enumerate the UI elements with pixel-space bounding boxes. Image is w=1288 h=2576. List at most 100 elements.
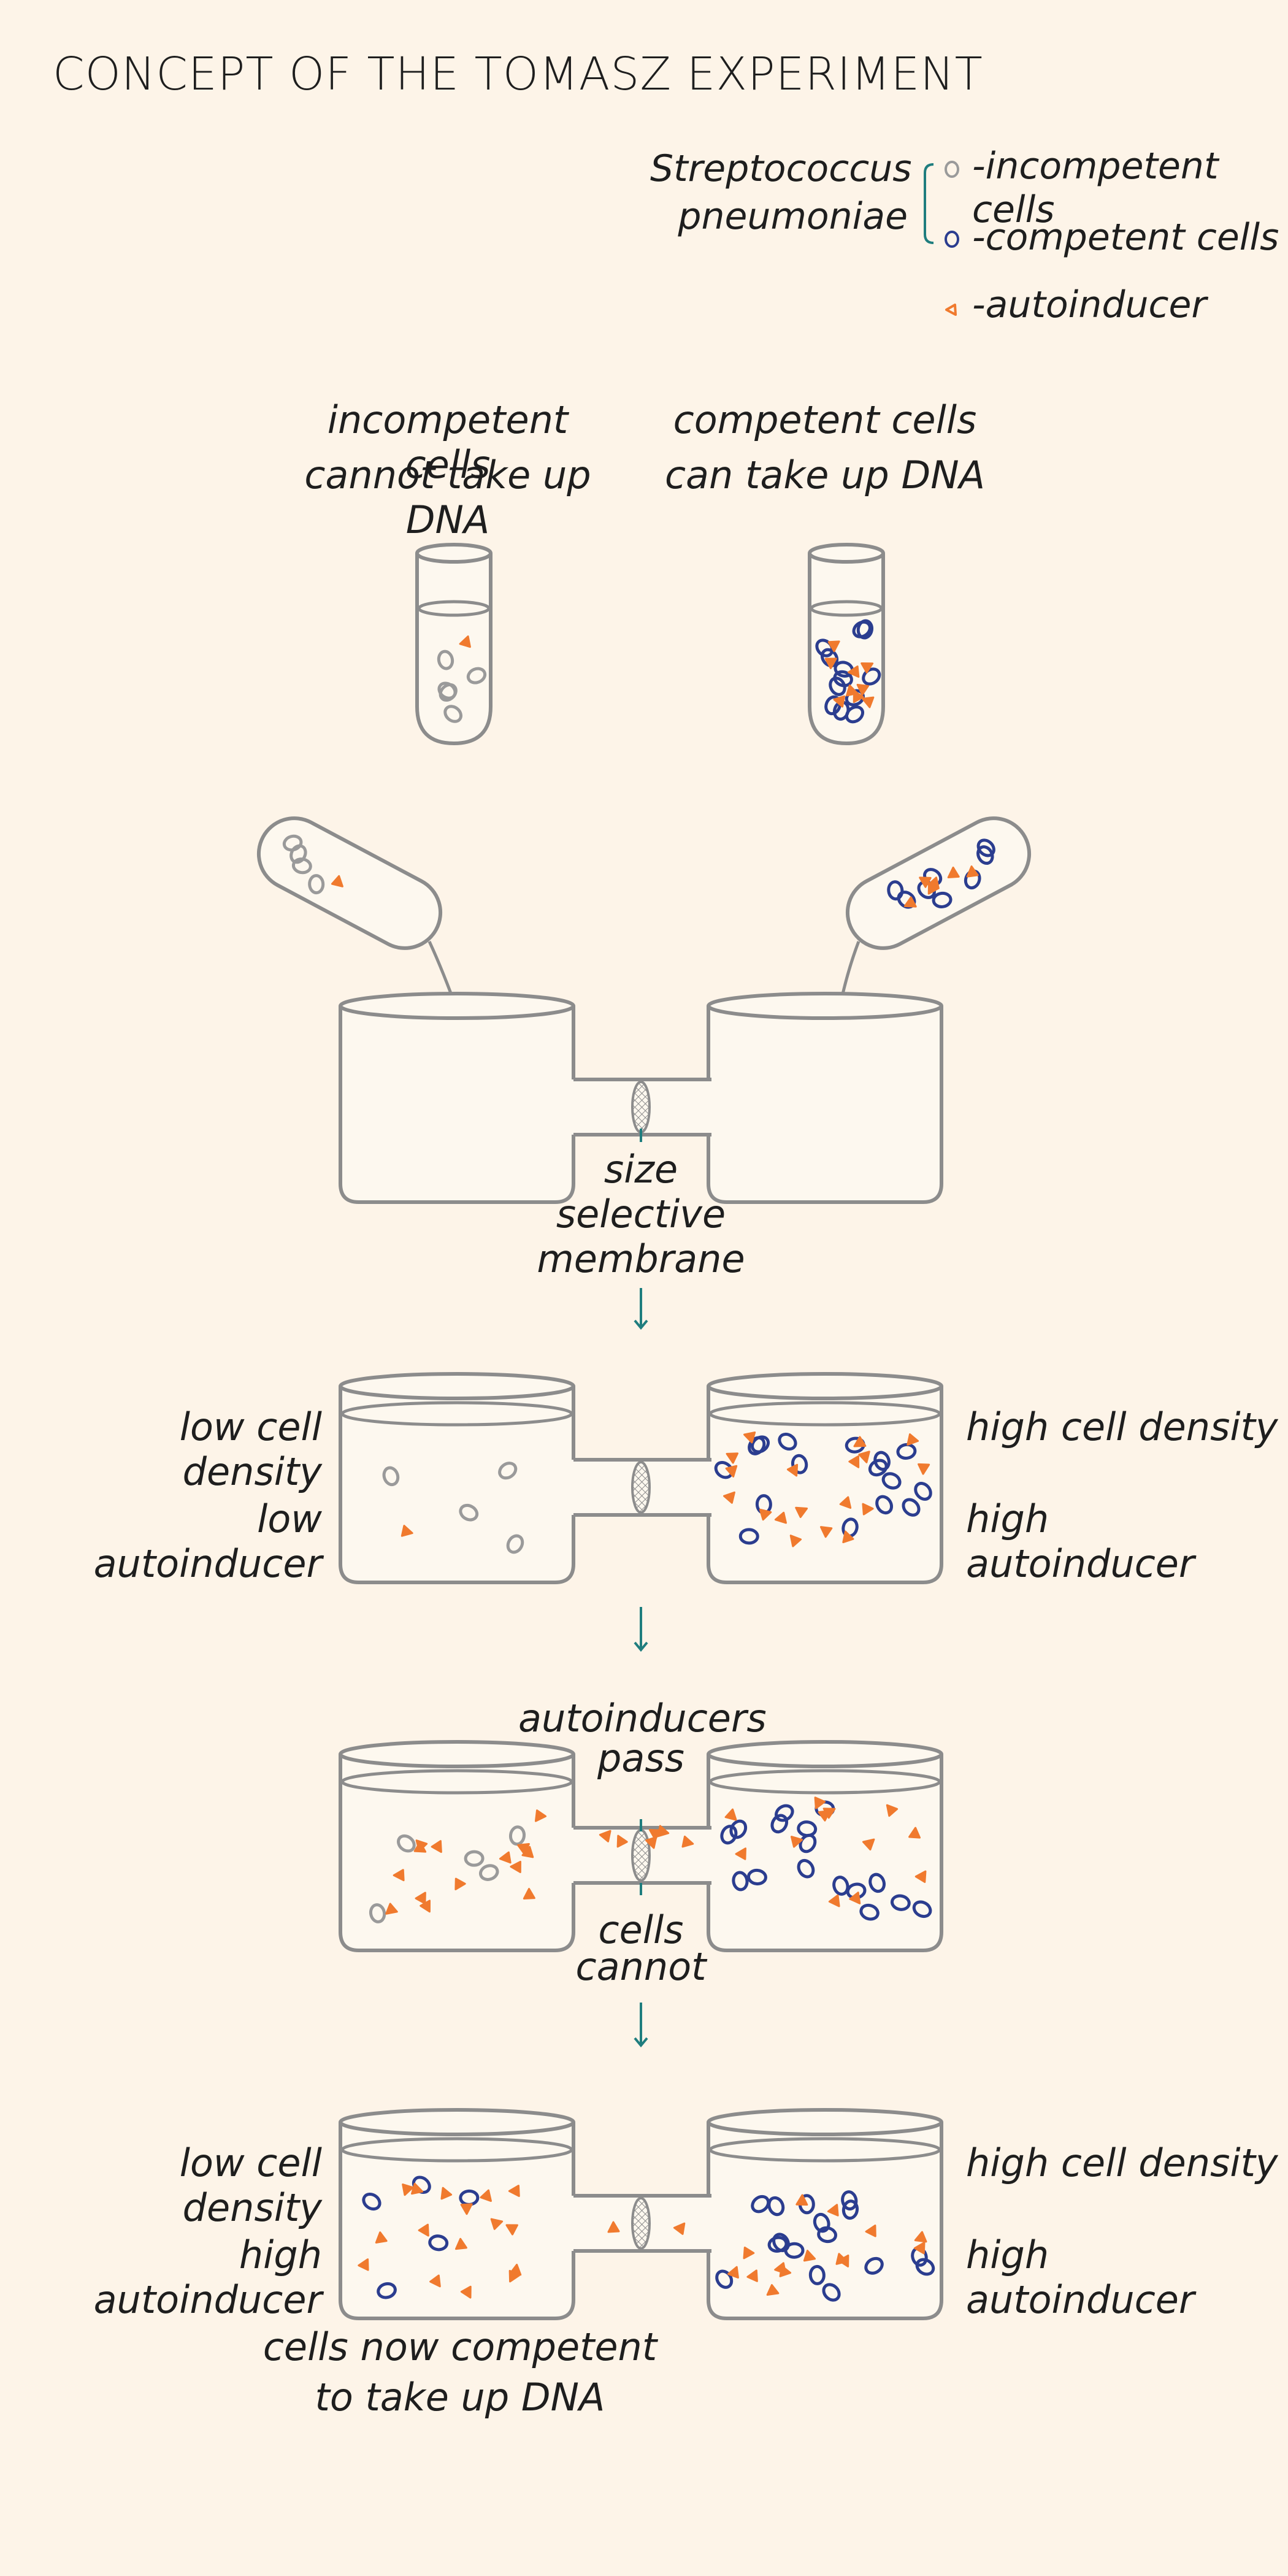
right-tube-caption-line2: can take up DNA — [664, 453, 986, 497]
incompetent-cell — [464, 1850, 485, 1867]
competent-cell — [881, 1472, 902, 1490]
incompetent-cell — [397, 1834, 416, 1853]
competent-cell — [887, 880, 904, 901]
stage4-caption-line2: to take up DNA — [315, 2375, 605, 2420]
competent-cell — [377, 2282, 397, 2299]
stage4-right-density: high cell density — [966, 2141, 1278, 2185]
autoinducer-molecule — [819, 1526, 833, 1538]
autoinducer-molecule — [966, 865, 979, 878]
autoinducer-molecule — [725, 1465, 738, 1478]
autoinducer-molecule — [849, 1892, 861, 1904]
competent-cell — [813, 2212, 830, 2233]
page-title: CONCEPT OF THE TOMASZ EXPERIMENT — [53, 48, 983, 101]
legend-competent-label: -competent cells — [972, 216, 1279, 259]
autoinducer-molecule — [401, 1525, 413, 1537]
autoinducer-molecule — [803, 2250, 816, 2262]
membrane — [631, 1461, 651, 1514]
autoinducer-molecule — [838, 2254, 849, 2267]
chambers-stage3 — [339, 1740, 943, 1952]
autoinducer-molecule — [795, 1506, 808, 1519]
autoinducer-molecule — [648, 1828, 662, 1841]
legend-bracket — [924, 163, 934, 244]
right-chamber — [707, 1006, 943, 1204]
incompetent-cell — [443, 705, 462, 723]
autoinducer-molecule — [508, 2269, 520, 2283]
competent-cell — [841, 2190, 858, 2211]
autoinducer-molecule — [499, 1851, 512, 1864]
competent-cell — [817, 2226, 838, 2244]
competent-cell — [751, 1435, 770, 1454]
autoinducer-molecule — [914, 2241, 926, 2255]
autoinducer-molecule — [853, 1436, 867, 1447]
left-chamber — [339, 1754, 575, 1952]
autoinducer-molecule — [331, 875, 343, 887]
autoinducer-molecule — [723, 1491, 735, 1504]
autoinducer-molecule — [743, 2246, 755, 2260]
autoinducer-molecule — [743, 1431, 756, 1444]
autoinducer-molecule — [673, 2222, 686, 2235]
autoinducer-molecule — [385, 1903, 398, 1915]
autoinducer-molecule — [833, 695, 846, 708]
competent-cell — [873, 1451, 891, 1471]
autoinducer-molecule — [505, 2224, 518, 2236]
stage4-left-density: low cell density — [179, 2141, 322, 2231]
competent-cell — [729, 1819, 748, 1839]
incompetent-cell — [466, 667, 487, 684]
right-chamber — [707, 1754, 943, 1952]
incompetent-cell — [382, 1466, 400, 1487]
left-tube-caption-line2: cannot take up DNA — [304, 453, 591, 543]
autoinducer-molecule — [616, 1834, 628, 1848]
autoinducer-molecule — [927, 881, 939, 895]
autoinducer-molecule — [848, 1455, 860, 1468]
autoinducer-molecule — [862, 696, 875, 708]
competent-cell — [890, 1894, 911, 1911]
legend-species-line2: pneumoniae — [678, 195, 908, 238]
competent-cell — [976, 845, 994, 865]
stage2-right-autoinducer: high autoinducer — [966, 1497, 1195, 1587]
autoinducer-molecule — [862, 1503, 874, 1516]
autoinducer-molecule — [411, 2182, 424, 2195]
chambers-stage2 — [339, 1372, 943, 1584]
competent-cell — [824, 695, 842, 716]
competent-cell — [875, 1495, 894, 1515]
autoinducer-molecule — [856, 683, 869, 696]
competent-cell — [902, 1498, 921, 1517]
legend-competent-cell-icon — [945, 231, 959, 248]
test-tube-incompetent — [415, 543, 493, 746]
incompetent-cell — [506, 1534, 524, 1554]
competent-cell — [822, 2283, 841, 2302]
chambers-stage1 — [339, 992, 943, 1204]
autoinducer-molecule — [914, 2231, 927, 2243]
incompetent-cell — [369, 1903, 386, 1923]
competent-cell — [896, 1443, 917, 1460]
autoinducer-molecule — [431, 1840, 442, 1853]
autoinducer-molecule — [839, 1496, 852, 1509]
autoinducer-molecule — [914, 1870, 927, 1884]
competent-cell — [852, 620, 872, 638]
competent-cell — [856, 619, 874, 640]
stage3-bottom-line1: cells — [598, 1907, 684, 1952]
membrane-label-line2: selective — [556, 1192, 726, 1236]
competent-cell — [746, 1868, 767, 1885]
legend-autoinducer-icon — [945, 304, 957, 316]
membrane — [631, 2197, 651, 2250]
stage3-top-line1: autoinducers — [518, 1696, 767, 1741]
competent-cell — [797, 1858, 815, 1879]
incompetent-cell — [437, 650, 454, 670]
autoinducer-molecule — [726, 1452, 738, 1464]
autoinducer-molecule — [358, 2258, 369, 2271]
flow-arrow-3 — [634, 2003, 648, 2048]
competent-cell — [932, 891, 953, 908]
autoinducer-molecule — [454, 1877, 466, 1891]
autoinducer-molecule — [853, 690, 864, 703]
autoinducer-molecule — [480, 2189, 492, 2202]
competent-cell — [738, 1528, 759, 1545]
autoinducer-molecule — [766, 2284, 780, 2296]
autoinducer-molecule — [418, 2223, 429, 2237]
autoinducer-molecule — [415, 1892, 426, 1904]
legend-autoinducer-label: -autoinducer — [972, 283, 1207, 326]
competent-cell — [791, 1454, 808, 1474]
incompetent-cell — [498, 1462, 518, 1480]
test-tube-competent — [808, 543, 885, 746]
right-chamber — [707, 2122, 943, 2320]
